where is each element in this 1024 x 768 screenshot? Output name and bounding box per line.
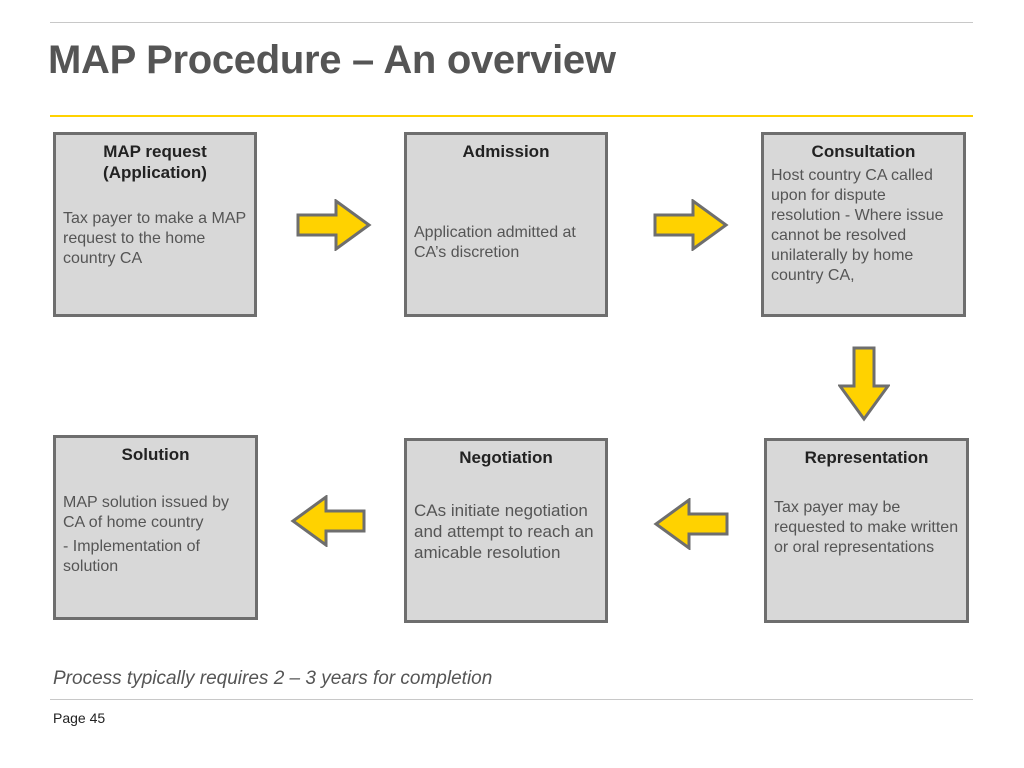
step-consultation: Consultation Host country CA called upon…: [761, 132, 966, 317]
step-representation: Representation Tax payer may be requeste…: [764, 438, 969, 623]
step-description: CAs initiate negotiation and attempt to …: [414, 501, 594, 562]
arrow-right-icon: [653, 199, 729, 251]
bottom-divider: [50, 699, 973, 700]
arrow-down-icon: [838, 346, 890, 422]
step-negotiation: Negotiation CAs initiate negotiation and…: [404, 438, 608, 623]
step-description: Host country CA called upon for dispute …: [771, 167, 944, 284]
step-title: MAP request (Application): [103, 142, 207, 182]
title-underline: [50, 115, 973, 117]
page-number: Page 45: [53, 710, 106, 726]
step-title: Admission: [462, 142, 550, 161]
step-map-request: MAP request (Application) Tax payer to m…: [53, 132, 257, 317]
step-description: Tax payer may be requested to make writt…: [774, 499, 959, 556]
page-title: MAP Procedure – An overview: [48, 38, 616, 82]
top-divider: [50, 22, 973, 23]
arrow-right-icon: [296, 199, 372, 251]
step-description: Application admitted at CA’s discretion: [414, 224, 576, 261]
step-admission: Admission Application admitted at CA’s d…: [404, 132, 608, 317]
step-title: Consultation: [811, 142, 916, 161]
step-solution: Solution MAP solution issued by CA of ho…: [53, 435, 258, 620]
step-description: Tax payer to make a MAP request to the h…: [63, 210, 246, 267]
arrow-left-icon: [653, 498, 729, 550]
step-title: Solution: [121, 445, 190, 464]
step-title: Representation: [804, 448, 929, 467]
step-title: Negotiation: [459, 448, 553, 467]
step-description-extra: - Implementation of solution: [63, 538, 200, 575]
step-description: MAP solution issued by CA of home countr…: [63, 494, 230, 531]
arrow-left-icon: [290, 495, 366, 547]
process-duration-note: Process typically requires 2 – 3 years f…: [53, 668, 493, 689]
